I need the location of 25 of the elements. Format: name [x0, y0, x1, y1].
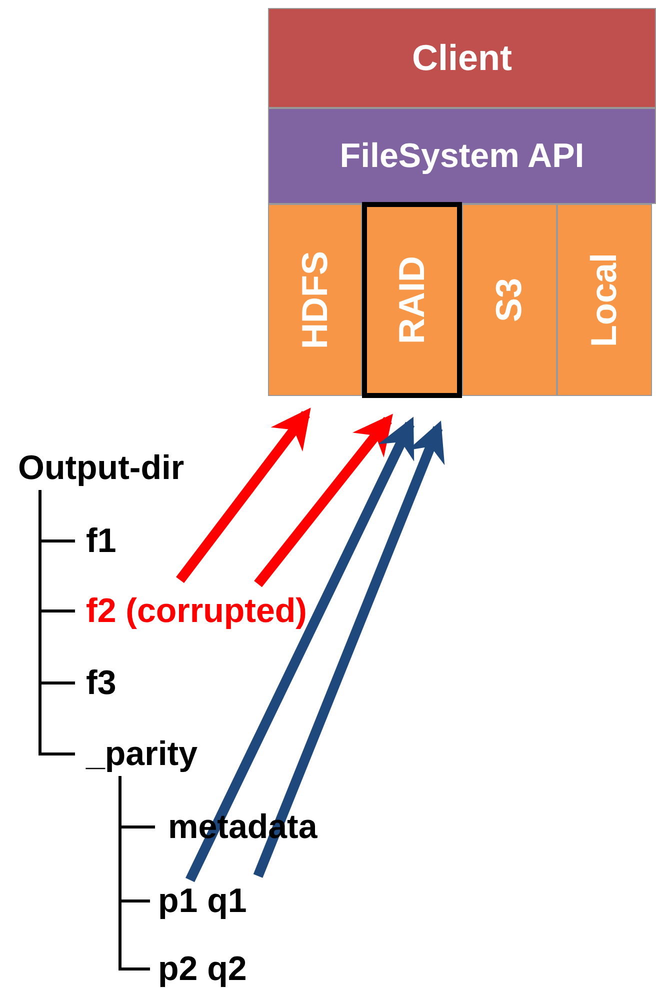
arrow: [254, 414, 393, 588]
layer-label: Client: [412, 37, 512, 79]
arrow: [176, 408, 311, 584]
file-label: f1: [86, 522, 116, 560]
layer-label: Local: [584, 252, 626, 348]
arrow: [253, 420, 445, 878]
folder-label: Output-dir: [18, 448, 184, 488]
backend-box: [268, 204, 362, 396]
file-label: p1 q1: [158, 882, 247, 920]
backend-box: [462, 204, 557, 396]
backend-box: [557, 204, 652, 396]
folder-label: _parity: [86, 734, 198, 774]
layer-label: RAID: [391, 256, 433, 344]
tree-line: [38, 490, 75, 756]
layer-label: S3: [488, 278, 530, 322]
layer-label: HDFS: [294, 251, 336, 349]
tree-line: [118, 776, 150, 970]
backend-box: [362, 202, 462, 398]
file-label: f2 (corrupted): [86, 592, 307, 630]
layer-box: [268, 8, 656, 108]
arrow: [186, 416, 414, 882]
layer-label: FileSystem API: [340, 136, 584, 176]
file-label: p2 q2: [158, 950, 247, 988]
layer-box: [268, 108, 656, 204]
file-label: f3: [86, 664, 116, 702]
